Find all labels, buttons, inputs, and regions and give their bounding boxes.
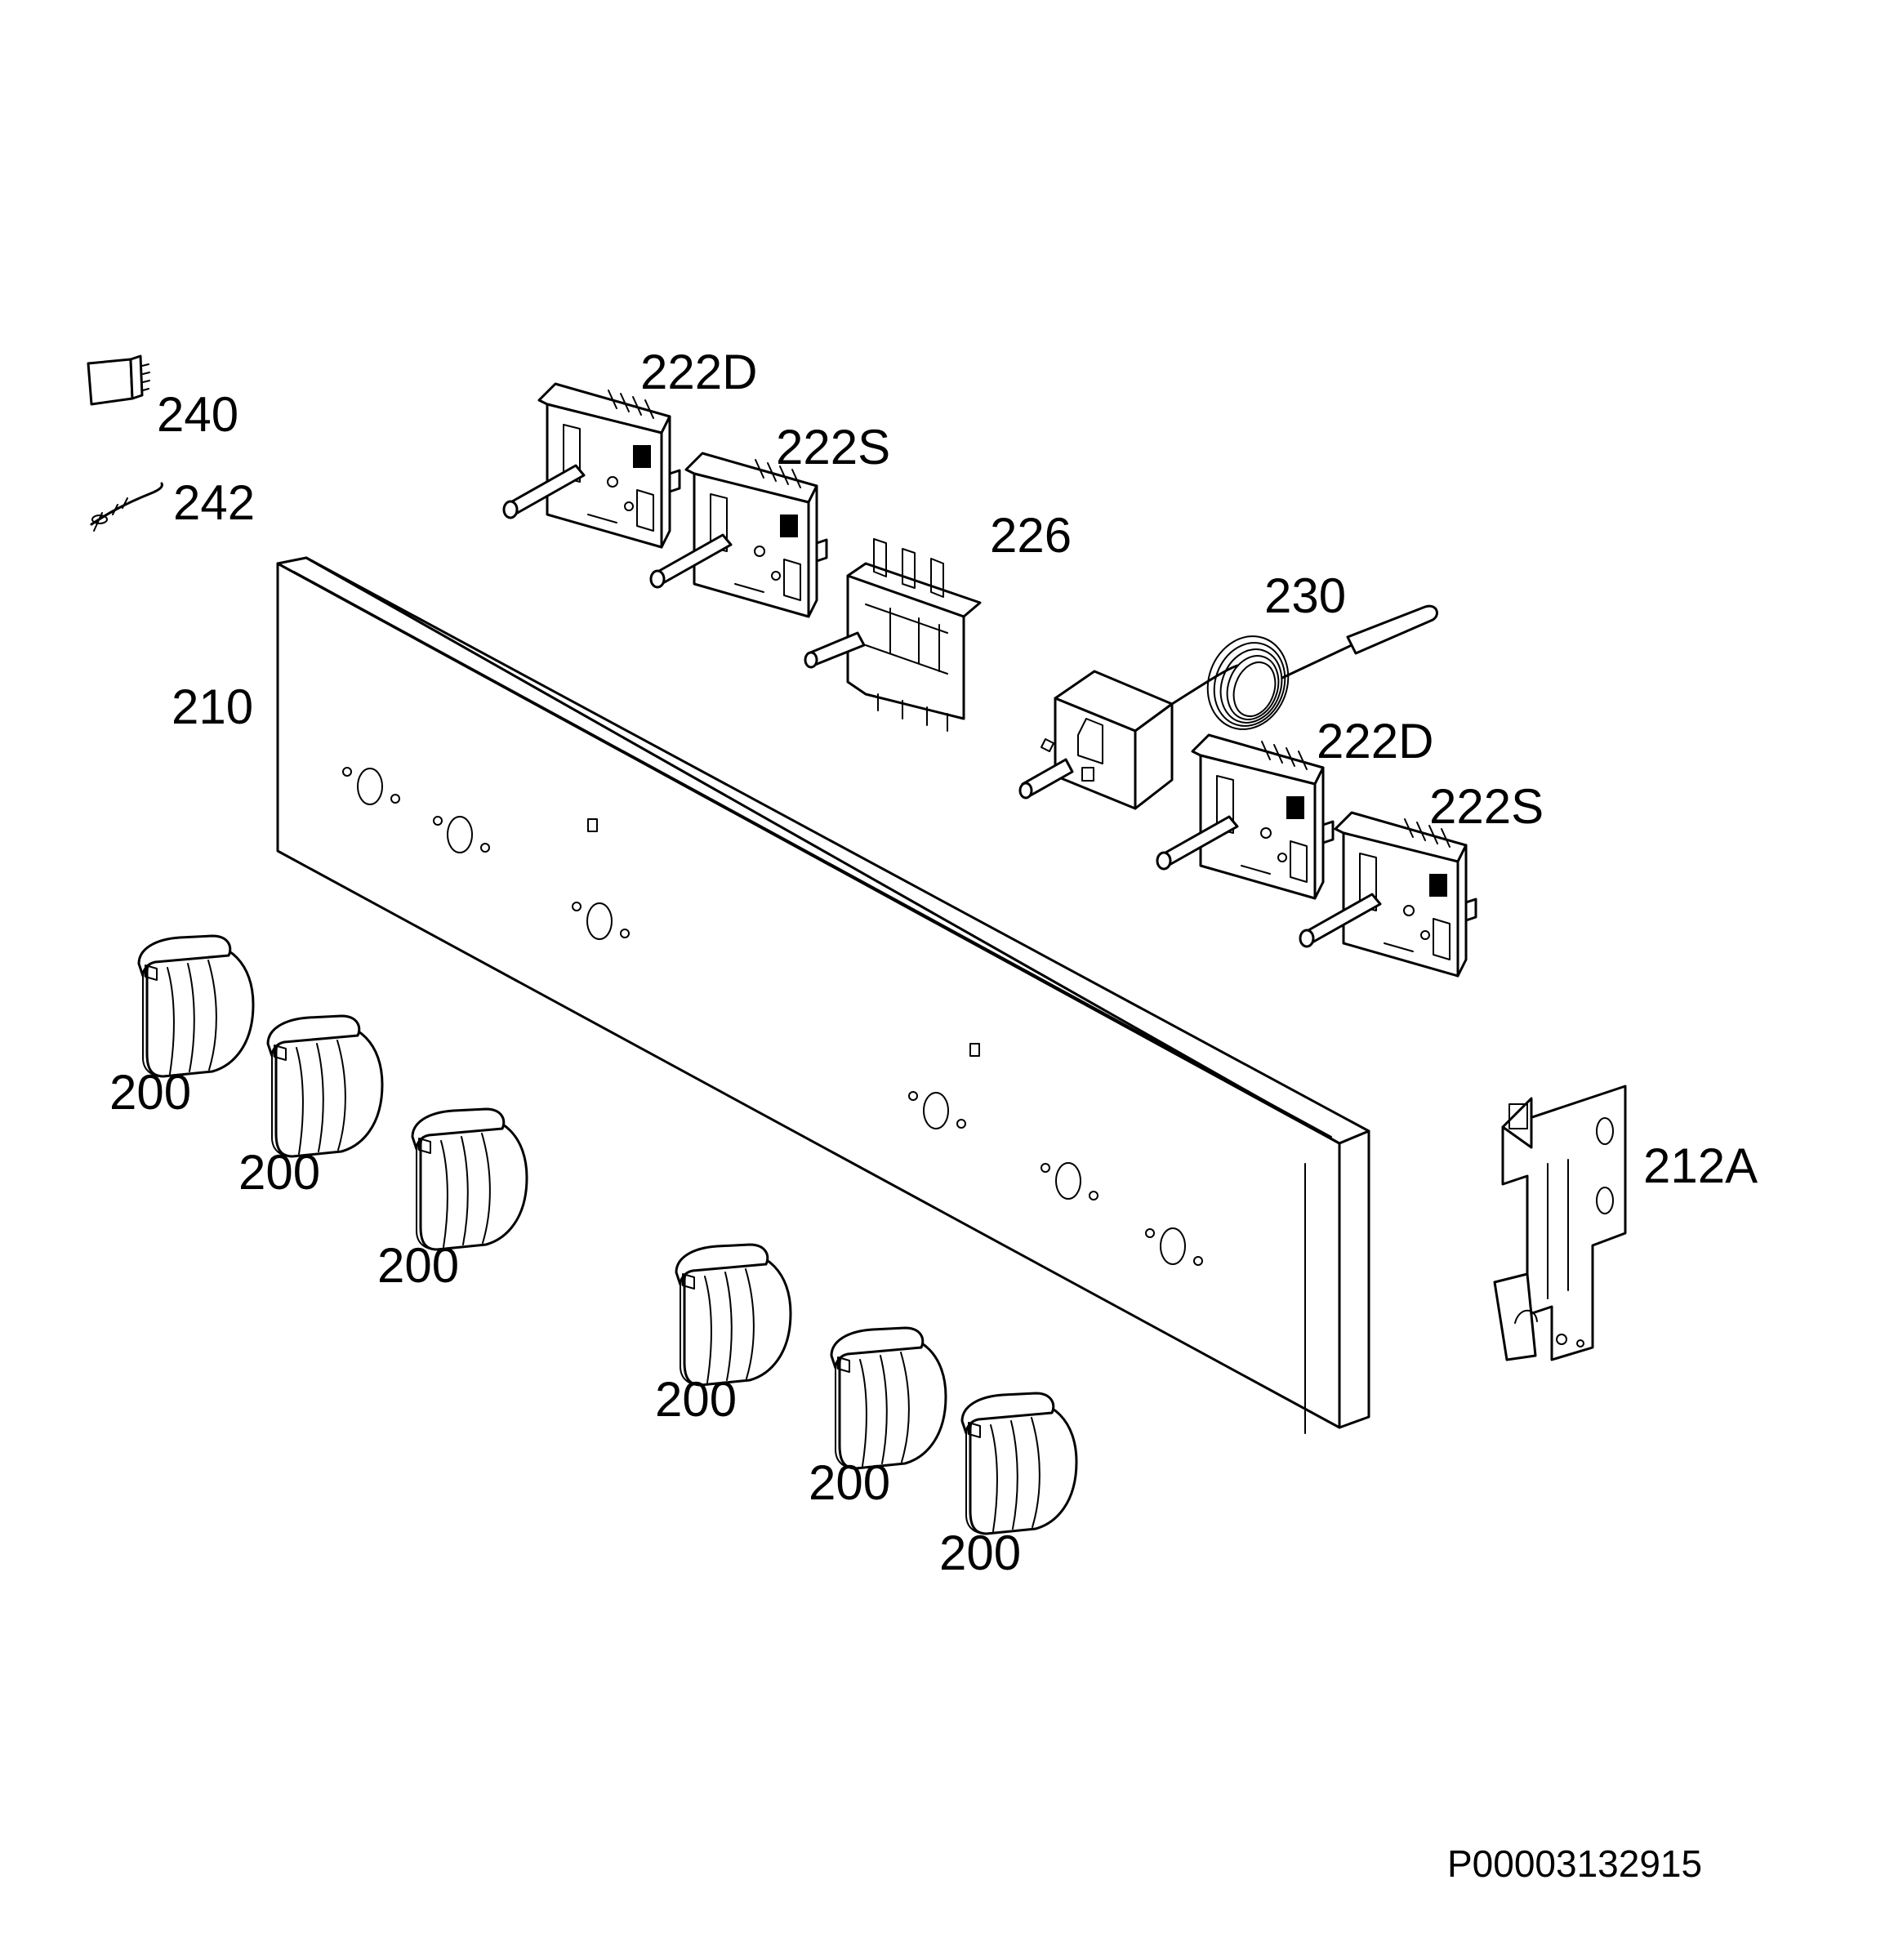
part-200-knob-5 [830, 1326, 947, 1470]
label-222s-right: 222S [1429, 779, 1544, 834]
label-222d-right: 222D [1317, 714, 1433, 768]
label-222s-top: 222S [776, 420, 890, 474]
part-222d-right-switch [1156, 733, 1335, 900]
panel-holes [342, 767, 1203, 1266]
label-200-3: 200 [377, 1238, 459, 1293]
capillary-coil [1206, 635, 1290, 730]
label-200-4: 200 [655, 1372, 737, 1427]
part-200-knob-4 [675, 1243, 792, 1387]
label-212a: 212A [1643, 1138, 1758, 1193]
label-200-5: 200 [809, 1455, 890, 1510]
label-230: 230 [1264, 568, 1346, 623]
label-200-6: 200 [939, 1526, 1021, 1580]
part-212a-bracket [1493, 1085, 1627, 1361]
label-240: 240 [157, 387, 238, 442]
part-200-knob-6 [960, 1392, 1078, 1535]
label-210: 210 [172, 679, 253, 734]
label-222d-top: 222D [640, 345, 757, 399]
part-242-pin [90, 482, 163, 532]
part-200-knob-1 [137, 934, 255, 1078]
label-200-2: 200 [238, 1145, 320, 1200]
part-code: P00003132915 [1447, 1842, 1702, 1885]
part-226-selector-switch [804, 538, 982, 732]
label-226: 226 [990, 508, 1072, 563]
part-230-thermostat [1018, 604, 1438, 810]
part-210-control-panel [276, 556, 1370, 1434]
label-200-1: 200 [109, 1065, 191, 1120]
label-242: 242 [173, 475, 255, 530]
part-222d-top-switch [502, 382, 681, 549]
part-200-knob-3 [411, 1107, 528, 1251]
part-200-knob-2 [266, 1014, 384, 1158]
part-240-lamp [87, 354, 150, 406]
